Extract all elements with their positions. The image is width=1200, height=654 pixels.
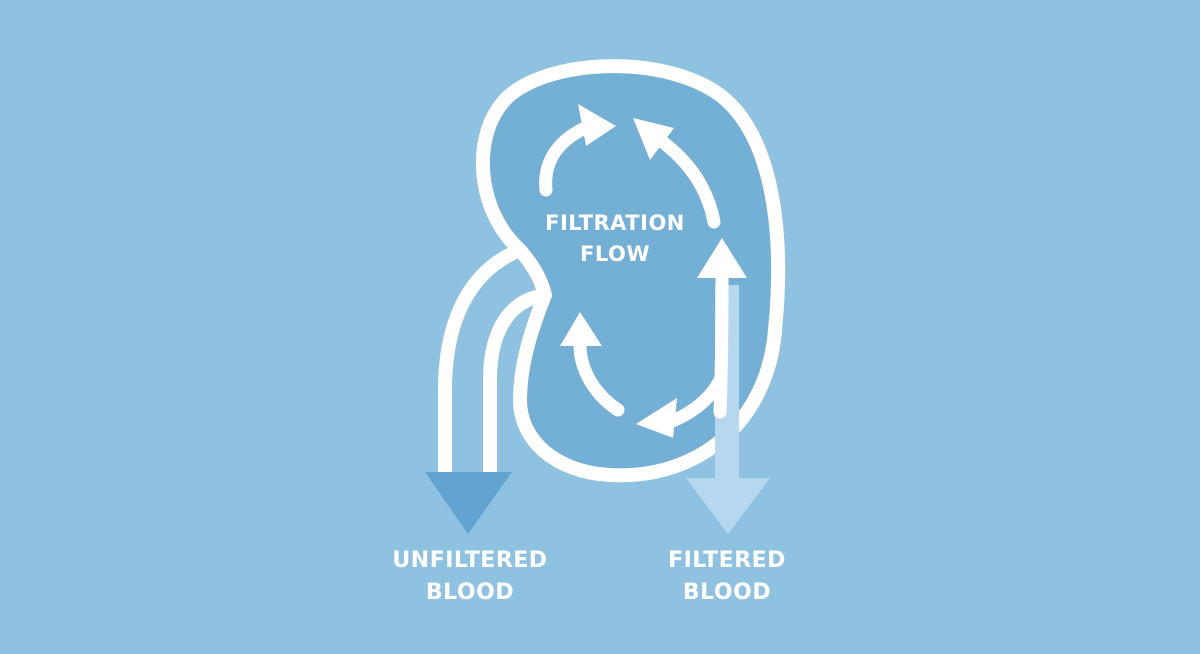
arrow-heads [560,104,747,438]
filtration-flow-label: FILTRATION FLOW [515,208,715,270]
unfiltered-tube-outer [438,243,523,475]
center-label-line-2: FLOW [580,242,650,266]
kidney-icon [475,59,786,483]
filtered-down-arrow-icon [686,478,770,534]
left-label-line-1: UNFILTERED [392,548,548,573]
right-label-line-1: FILTERED [668,548,786,573]
center-label-line-1: FILTRATION [545,211,685,235]
right-label-line-2: BLOOD [682,580,772,605]
filtered-blood-label: FILTERED BLOOD [627,545,827,609]
unfiltered-down-arrow-icon [425,472,512,534]
unfiltered-blood-label: UNFILTERED BLOOD [370,545,570,609]
unfiltered-tube-inner [483,288,547,475]
left-label-line-2: BLOOD [425,580,515,605]
